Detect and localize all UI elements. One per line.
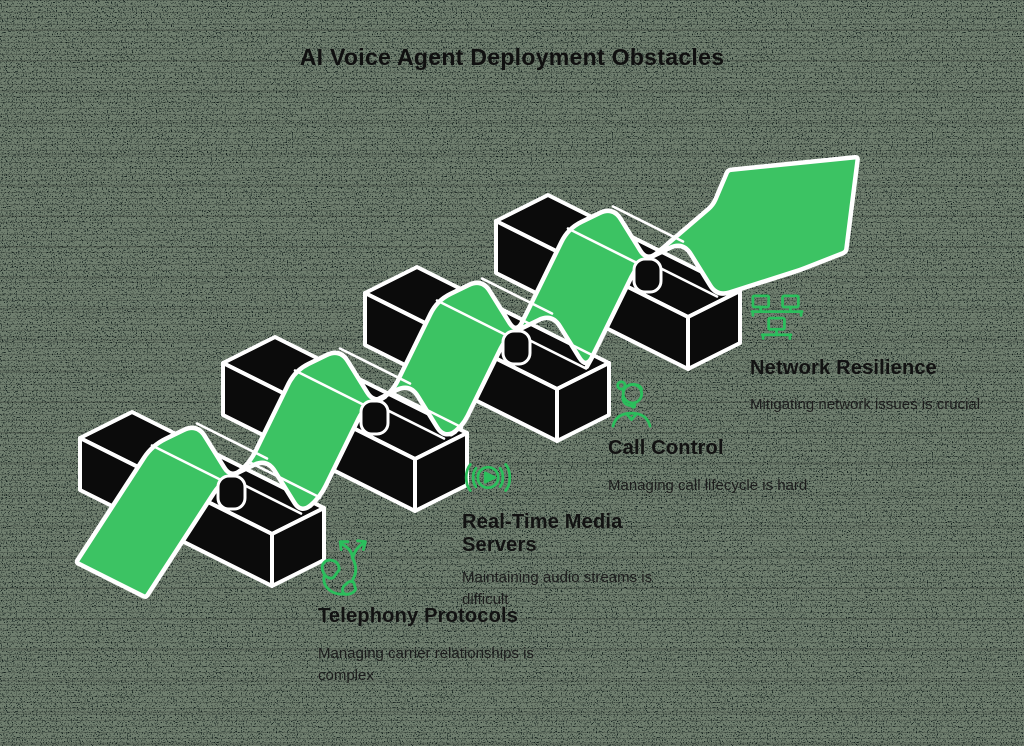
ribbon-fold-creases xyxy=(150,205,719,515)
call-agent-icon xyxy=(611,380,652,428)
obstacle-description: Maintaining audio streams is difficult xyxy=(462,569,653,608)
network-computers-icon xyxy=(750,294,804,340)
obstacle-label: Real-Time Media Servers xyxy=(462,511,623,556)
progress-ribbon-arrow xyxy=(74,155,860,599)
callout-real-time-media-servers: Real-Time Media Servers Maintaining audi… xyxy=(462,458,677,611)
page-title: AI Voice Agent Deployment Obstacles xyxy=(299,44,725,70)
obstacle-label: Network Resilience xyxy=(750,357,938,379)
obstacle-label: Telephony Protocols xyxy=(318,605,519,627)
telephony-arrows-icon xyxy=(320,539,367,596)
media-stream-icon xyxy=(464,463,512,492)
callout-call-control: Call Control Managing call lifecycle is … xyxy=(608,378,858,497)
obstacle-label: Call Control xyxy=(608,437,724,459)
obstacle-description: Mitigating network issues is crucial xyxy=(750,396,981,413)
callout-network-resilience: Network Resilience Mitigating network is… xyxy=(750,294,1010,416)
callout-telephony-protocols: Telephony Protocols Managing carrier rel… xyxy=(318,534,553,687)
ribbon-underpass-arches xyxy=(216,257,663,511)
obstacle-description: Managing carrier relationships is comple… xyxy=(318,645,534,684)
obstacle-description: Managing call lifecycle is hard xyxy=(608,477,808,494)
